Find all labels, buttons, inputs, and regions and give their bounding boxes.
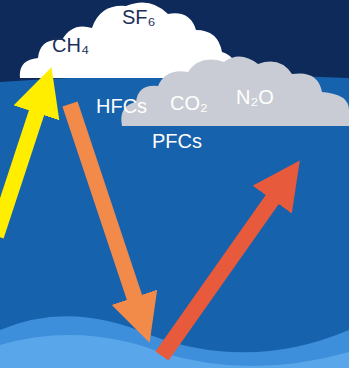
gas-name: CO₂ <box>170 92 208 114</box>
reflected-heat-arrow <box>70 104 142 320</box>
grey-cloud-box: CO₂ N₂O <box>130 70 345 124</box>
gas-name: SF₆ <box>122 6 156 28</box>
incoming-sunlight-arrow <box>0 90 44 236</box>
gas-name: N₂O <box>236 86 274 108</box>
white-cloud-box: CH₄ SF₆ <box>30 6 210 72</box>
gas-name: HFCs <box>96 95 147 117</box>
gas-name: PFCs <box>152 130 202 152</box>
gas-name: CH₄ <box>52 34 89 56</box>
grey-cloud <box>121 56 349 126</box>
upper-atmosphere-edge <box>0 0 349 82</box>
trapped-heat-arrow <box>162 180 286 356</box>
